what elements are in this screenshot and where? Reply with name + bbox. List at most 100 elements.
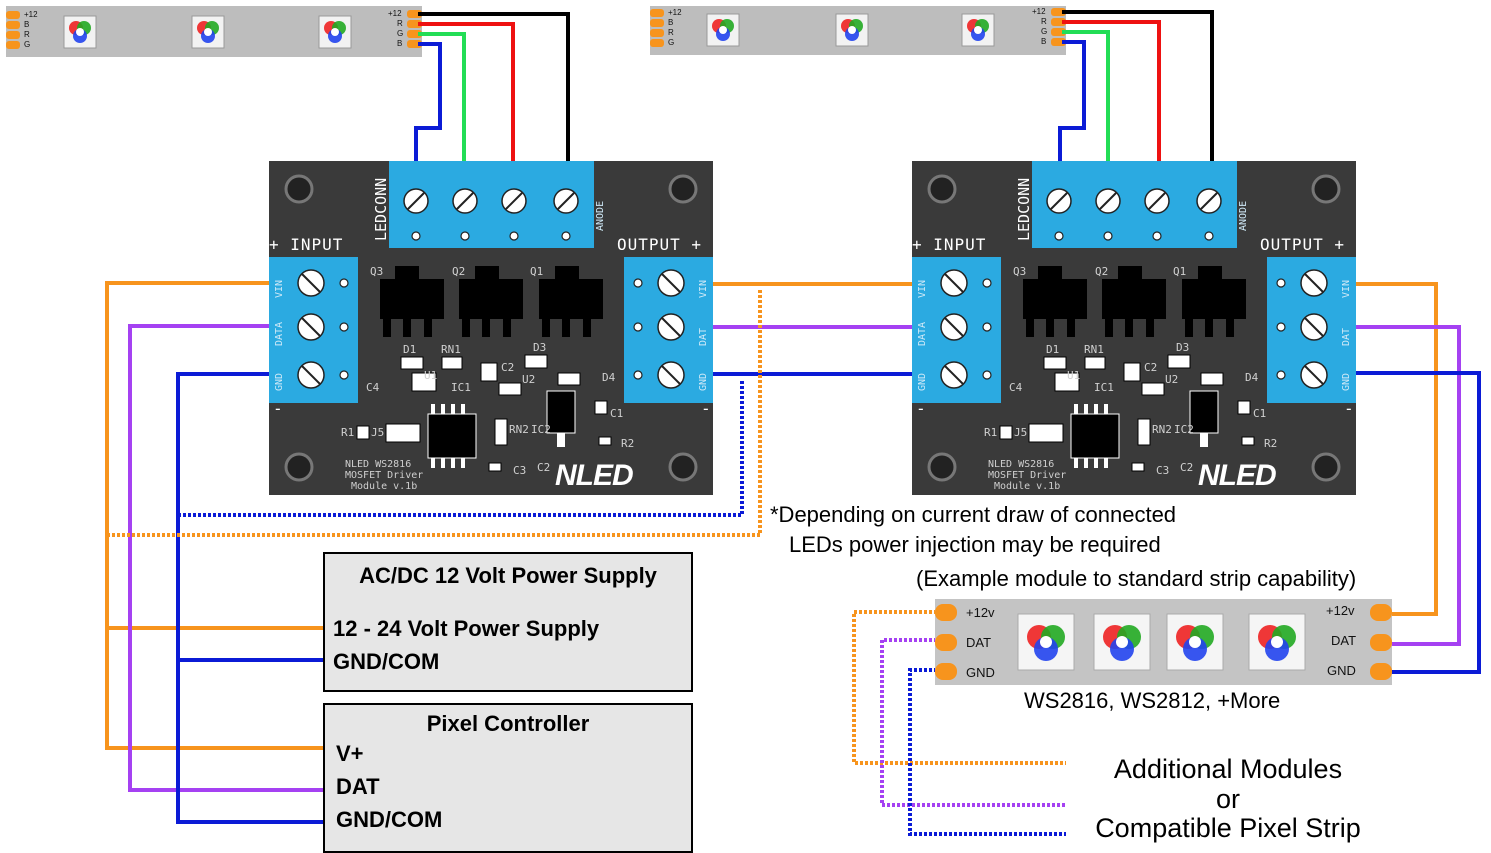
additional-line2: or xyxy=(1215,784,1240,814)
top-led-strip-2 xyxy=(650,6,1066,55)
strip2-left-pin-g: G xyxy=(668,38,675,47)
mosfets xyxy=(380,266,603,337)
board-text-2: MOSFET Driver xyxy=(988,470,1067,481)
strip1-left-pin-b: B xyxy=(24,20,30,29)
board-text-3: Module v.1b xyxy=(351,481,418,492)
silk-rn1: RN1 xyxy=(441,343,461,356)
strip1-right-pin-r: R xyxy=(397,19,403,28)
output-pin-dat: DAT xyxy=(698,327,709,346)
strip1-left-pin-12: +12 xyxy=(24,10,38,19)
silk-q1: Q1 xyxy=(1173,265,1187,278)
pixel-controller-dat: DAT xyxy=(336,774,380,799)
pixel-strip-left-gnd: GND xyxy=(966,665,995,680)
output-pin-gnd: GND xyxy=(698,372,709,391)
injection-note-line2: LEDs power injection may be required xyxy=(789,532,1161,557)
pixel-strip-right-gnd: GND xyxy=(1327,663,1356,678)
silk-rn1: RN1 xyxy=(1084,343,1104,356)
strip2-right-pin-b: B xyxy=(1041,37,1047,46)
ledconn-label: LEDCONN xyxy=(372,177,390,241)
output-pin-vin: VIN xyxy=(698,279,709,298)
silk-q2: Q2 xyxy=(452,265,466,278)
silk-r2: R2 xyxy=(621,437,635,450)
additional-line1: Additional Modules xyxy=(1113,754,1343,784)
output-pin-gnd: GND xyxy=(1341,372,1352,391)
strip2-left-pin-12: +12 xyxy=(668,8,682,17)
strip1-right-pin-b: B xyxy=(397,39,403,48)
additional-line3: Compatible Pixel Strip xyxy=(1095,813,1361,843)
module-board: + INPUT OUTPUT + LEDCONN ANODE GND DATA … xyxy=(912,161,1356,495)
input-label: + INPUT xyxy=(912,235,987,254)
silk-rn2: RN2 xyxy=(1152,423,1172,436)
mounting-holes xyxy=(927,174,1341,482)
silk-ic1: IC1 xyxy=(1094,381,1114,394)
module-board: + INPUT OUTPUT + LEDCONN ANODE GND DATA … xyxy=(269,161,713,495)
output-label: OUTPUT + xyxy=(1260,235,1346,254)
pixel-strip-caption: WS2816, WS2812, +More xyxy=(1024,688,1281,713)
silk-u1: U1 xyxy=(424,369,438,382)
power-supply-line-vplus: 12 - 24 Volt Power Supply xyxy=(333,616,600,641)
silk-u2: U2 xyxy=(1165,373,1179,386)
input-pin-gnd: GND xyxy=(274,372,285,391)
silk-ic1: IC1 xyxy=(451,381,471,394)
silk-c2b: C2 xyxy=(1180,461,1194,474)
led-wires-2 xyxy=(1058,10,1214,203)
input-minus: - xyxy=(273,399,284,418)
silk-ic2: IC2 xyxy=(1174,423,1194,436)
output-pin-dat: DAT xyxy=(1341,327,1352,346)
board-graphics xyxy=(912,161,1356,482)
board-text-1: NLED WS2816 xyxy=(988,459,1055,470)
input-pin-gnd: GND xyxy=(917,372,928,391)
pixel-strip-left-12v: +12v xyxy=(966,605,995,620)
silk-ic2: IC2 xyxy=(531,423,551,436)
pixel-strip-right-dat: DAT xyxy=(1331,633,1357,648)
silk-d3: D3 xyxy=(1176,341,1190,354)
pixel-controller-vplus: V+ xyxy=(336,741,364,766)
pixel-controller-gnd: GND/COM xyxy=(336,807,443,832)
silk-c1: C1 xyxy=(1253,407,1267,420)
pixel-strip xyxy=(935,599,1392,685)
input-pin-vin: VIN xyxy=(917,279,928,298)
input-minus: - xyxy=(916,399,927,418)
strip2-right-pin-r: R xyxy=(1041,17,1047,26)
silk-d1: D1 xyxy=(403,343,417,356)
top-led-strip-1 xyxy=(6,6,422,57)
power-supply-box: AC/DC 12 Volt Power Supply 12 - 24 Volt … xyxy=(323,552,693,692)
pixel-controller-title: Pixel Controller xyxy=(426,711,590,736)
strip1-left-pin-r: R xyxy=(24,30,30,39)
silk-c3: C3 xyxy=(1156,464,1170,477)
silk-c4: C4 xyxy=(366,381,380,394)
injection-note-line1: *Depending on current draw of connected xyxy=(770,502,1177,527)
ledconn-label: LEDCONN xyxy=(1015,177,1033,241)
silk-c2b: C2 xyxy=(537,461,551,474)
silk-c4: C4 xyxy=(1009,381,1023,394)
input-pin-data: DATA xyxy=(274,321,285,346)
board-graphics xyxy=(269,161,713,482)
input-pin-data: DATA xyxy=(917,321,928,346)
silk-c2a: C2 xyxy=(501,361,515,374)
silk-u2: U2 xyxy=(522,373,536,386)
pixel-strip-left-dat: DAT xyxy=(966,635,992,650)
input-pin-vin: VIN xyxy=(274,279,285,298)
silk-r2: R2 xyxy=(1264,437,1278,450)
board-text-3: Module v.1b xyxy=(994,481,1061,492)
output-minus: - xyxy=(1344,399,1355,418)
mounting-holes xyxy=(284,174,698,482)
silk-c2a: C2 xyxy=(1144,361,1158,374)
silk-q2: Q2 xyxy=(1095,265,1109,278)
small-components xyxy=(999,354,1255,472)
output-minus: - xyxy=(701,399,712,418)
silk-rn2: RN2 xyxy=(509,423,529,436)
anode-label: ANODE xyxy=(595,200,606,231)
strip1-left-pin-g: G xyxy=(24,40,31,49)
input-label: + INPUT xyxy=(269,235,344,254)
silk-j5: J5 xyxy=(1014,426,1028,439)
board-text-2: MOSFET Driver xyxy=(345,470,424,481)
mosfets xyxy=(1023,266,1246,337)
power-injection-wiring xyxy=(107,290,1066,836)
silk-r1: R1 xyxy=(341,426,355,439)
silk-c1: C1 xyxy=(610,407,624,420)
silk-q3: Q3 xyxy=(1013,265,1027,278)
silk-c3: C3 xyxy=(513,464,527,477)
silk-d4: D4 xyxy=(1245,371,1259,384)
